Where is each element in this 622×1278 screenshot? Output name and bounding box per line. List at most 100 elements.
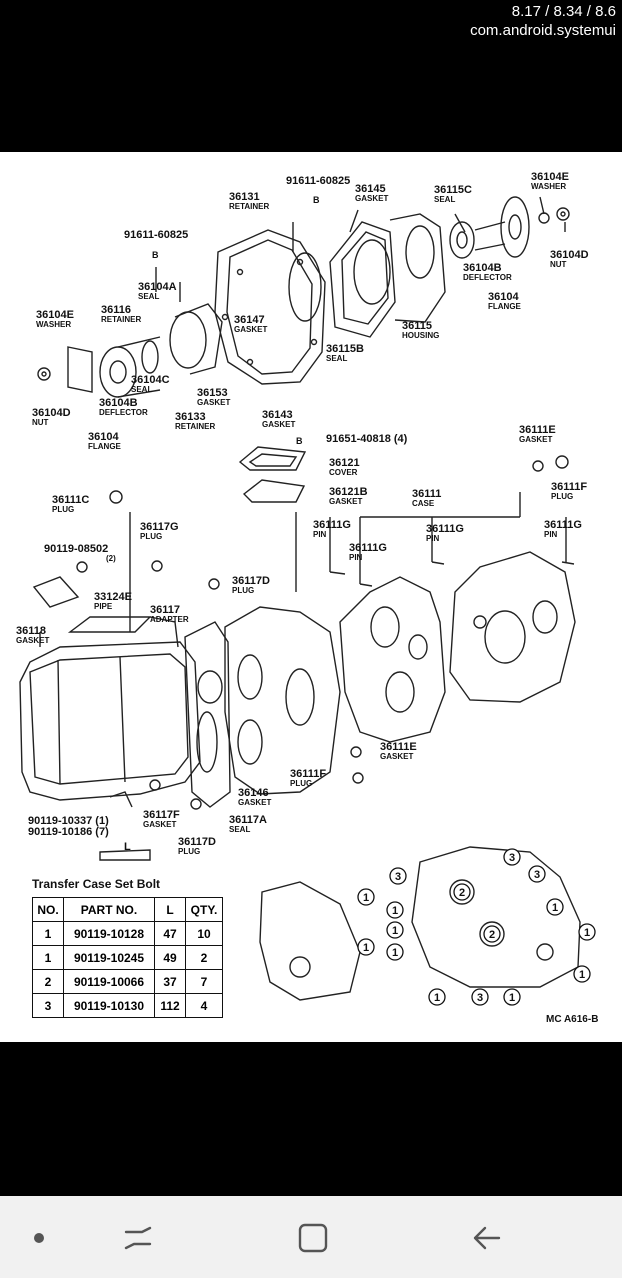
part-label-91651-40818: 91651-40818 (4) xyxy=(326,433,408,445)
table-row: 2 90119-10066 37 7 xyxy=(32,969,223,994)
nav-dot-button[interactable] xyxy=(17,1216,61,1260)
table-cell: 47 xyxy=(154,921,186,946)
package-name-text: com.android.systemui xyxy=(470,22,616,39)
status-bar: 8.17 / 8.34 / 8.6 com.android.systemui xyxy=(0,0,622,150)
home-button[interactable] xyxy=(291,1216,335,1260)
table-cell: 1 xyxy=(32,945,64,970)
bolt-table-title: Transfer Case Set Bolt xyxy=(32,877,161,891)
table-cell: 90119-10066 xyxy=(63,969,155,994)
home-icon xyxy=(298,1223,328,1253)
svg-text:1: 1 xyxy=(392,925,398,937)
table-cell: 2 xyxy=(185,945,223,970)
callout-b-mid: B xyxy=(296,436,303,446)
callout-b-left: B xyxy=(152,250,159,260)
svg-text:1: 1 xyxy=(509,992,515,1004)
table-header-qty: QTY. xyxy=(185,897,223,922)
bolt-table: NO. PART NO. L QTY. 1 90119-10128 47 10 … xyxy=(32,897,223,1018)
svg-text:1: 1 xyxy=(363,942,369,954)
svg-text:3: 3 xyxy=(509,852,515,864)
back-button[interactable] xyxy=(465,1216,509,1260)
table-row: 1 90119-10128 47 10 xyxy=(32,921,223,946)
svg-text:1: 1 xyxy=(392,905,398,917)
table-row: 1 90119-10245 49 2 xyxy=(32,945,223,970)
back-arrow-icon xyxy=(473,1226,501,1250)
svg-text:2: 2 xyxy=(489,929,495,941)
part-label-90119-10337: 90119-10337 (1) xyxy=(28,815,109,827)
svg-text:1: 1 xyxy=(552,902,558,914)
network-speed-text: 8.17 / 8.34 / 8.6 xyxy=(511,3,616,20)
svg-text:1: 1 xyxy=(584,927,590,939)
table-row: 3 90119-10130 112 4 xyxy=(32,993,223,1018)
table-cell: 90119-10130 xyxy=(63,993,155,1018)
svg-text:1: 1 xyxy=(579,969,585,981)
navigation-bar xyxy=(0,1196,622,1278)
recent-apps-button[interactable] xyxy=(116,1216,160,1260)
table-cell: 49 xyxy=(154,945,186,970)
table-cell: 90119-10128 xyxy=(63,921,155,946)
table-cell: 3 xyxy=(32,993,64,1018)
svg-text:3: 3 xyxy=(534,869,540,881)
table-cell: 90119-10245 xyxy=(63,945,155,970)
bolt-length-letter: L xyxy=(124,841,131,853)
table-header-no: NO. xyxy=(32,897,64,922)
part-label-90119-10186: 90119-10186 (7) xyxy=(28,826,109,838)
table-header-row: NO. PART NO. L QTY. xyxy=(32,897,223,922)
callout-b-top: B xyxy=(313,195,320,205)
table-cell: 112 xyxy=(154,993,186,1018)
dot-icon xyxy=(34,1233,44,1243)
table-cell: 37 xyxy=(154,969,186,994)
table-cell: 1 xyxy=(32,921,64,946)
recent-apps-icon xyxy=(124,1226,152,1250)
table-cell: 7 xyxy=(185,969,223,994)
svg-text:1: 1 xyxy=(434,992,440,1004)
svg-text:2: 2 xyxy=(459,887,465,899)
part-label-91611-60825-top: 91611-60825 xyxy=(286,175,351,187)
part-label-91611-60825-left: 91611-60825 xyxy=(124,229,189,241)
svg-text:1: 1 xyxy=(392,947,398,959)
svg-text:3: 3 xyxy=(395,871,401,883)
table-header-l: L xyxy=(154,897,186,922)
table-cell: 2 xyxy=(32,969,64,994)
